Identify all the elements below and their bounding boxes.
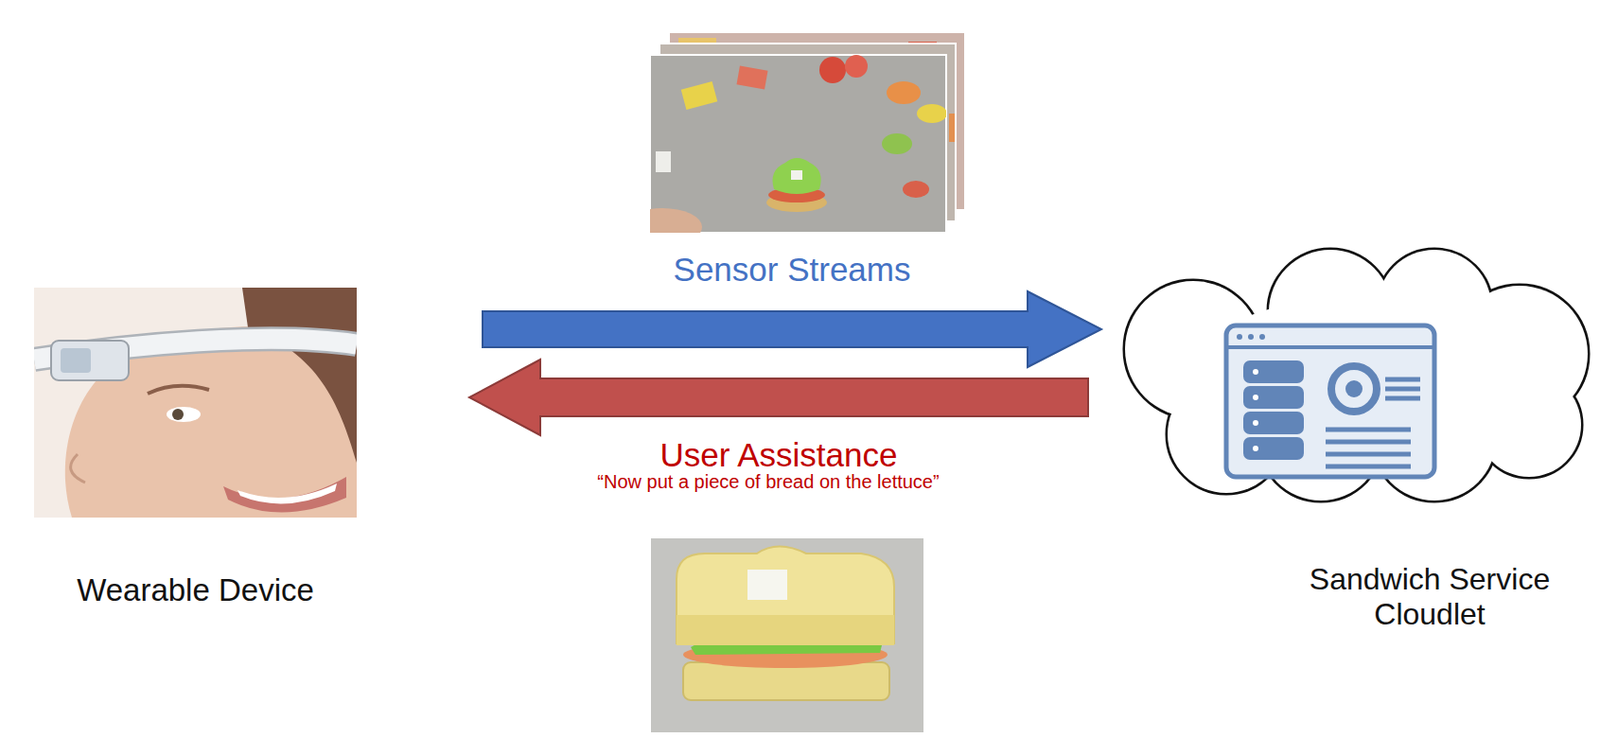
teeth [237,483,337,504]
sensor-frames-part [949,113,955,142]
icon-led [1252,369,1259,375]
assistance-arrow [469,359,1089,436]
sandwich-photo [650,538,924,733]
cloud-shape [1122,245,1596,506]
glass-prism [51,340,129,381]
lips [223,476,347,513]
icon-dot [1259,334,1266,340]
frame-photo-part [650,208,703,233]
icon-header [1226,345,1435,350]
frame-photo-part [819,56,846,84]
icon-gauge-core [1345,380,1363,398]
hair [242,287,357,463]
icon-led [1252,445,1259,452]
cloudlet-cloud: Sandwich Service Cloudlet [1122,245,1596,633]
sandwich-photo-part [676,546,895,702]
instruction-quote: “Now put a piece of bread on the lettuce… [597,471,939,493]
icon-database [1243,411,1304,435]
eyebrow [147,386,210,394]
icon-line [1385,386,1421,392]
arrow-label: User Assistance [660,436,898,475]
icon-dot [1236,334,1243,340]
icon-led [1252,394,1259,401]
nose [70,454,86,483]
sandwich-photo-part-part [683,662,890,701]
icon-line [1325,439,1411,445]
frame-photo-part [881,133,913,155]
icon-line [1325,464,1411,470]
sandwich-photo-part-part [676,615,895,646]
frame-photo-part [773,158,822,194]
frame-photo-part [916,104,947,124]
icon-line [1325,452,1411,458]
eye [166,406,201,422]
sensor-arrow [482,291,1102,368]
node-label: Wearable Device [34,572,357,609]
icon-led [1252,420,1259,426]
icon-database [1243,386,1304,409]
frame-photo-part [736,66,768,90]
icon-line [1385,377,1421,383]
sensor-frames-part [650,54,947,233]
cloud-outline [1125,249,1588,501]
icon-line [1325,427,1411,433]
server-icon [1226,325,1435,477]
sandwich-photo-part [650,538,924,733]
frame-photo [650,54,947,233]
sensor-frames [622,32,966,247]
glass-lens [60,348,91,373]
frame-photo-part [681,81,719,110]
icon-window [1226,325,1435,477]
icon-gauge [1331,366,1377,412]
icon-database [1243,437,1304,460]
icon-dot [1248,334,1254,340]
icon-line [1385,396,1421,402]
sandwich-photo-part-part [747,569,788,600]
node-label: Sandwich Service Cloudlet [1264,562,1596,633]
frame-photo-part [791,170,803,180]
frame-photo-part [844,54,868,78]
arrow-label: Sensor Streams [673,250,912,289]
photo-ground [34,287,357,518]
icon-database [1243,360,1304,384]
device-photo: Wearable Device [34,287,357,609]
frame-photo-part [655,151,671,173]
frame-photo-part [886,81,921,105]
photo-shape [34,287,357,518]
iris [172,408,184,421]
frame-photo-part [902,180,930,198]
